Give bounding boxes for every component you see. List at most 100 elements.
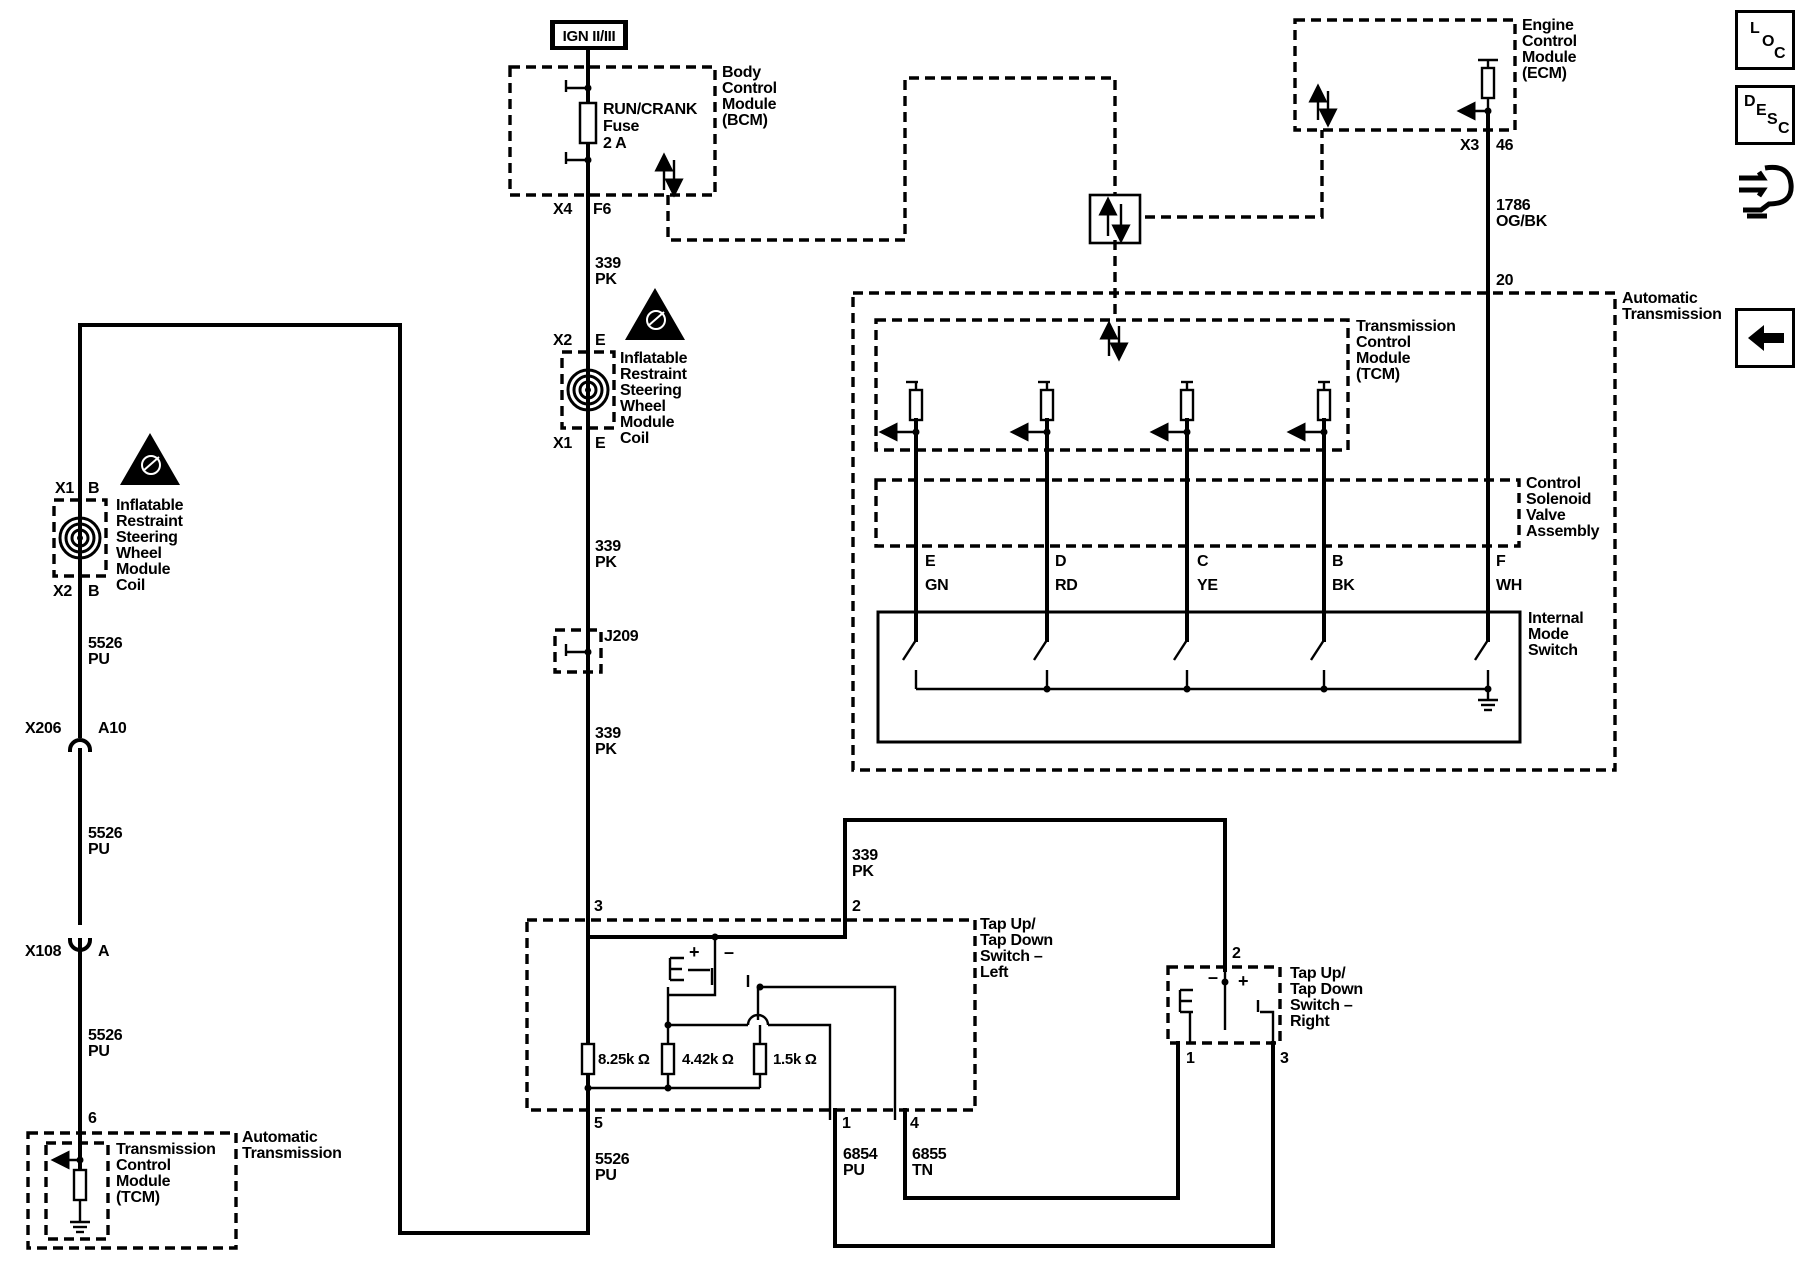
solenoid-name-4: Assembly xyxy=(1526,523,1600,540)
bcm-name-2: Control xyxy=(722,80,777,97)
wire-339-color-3: PK xyxy=(595,741,617,758)
loc-letter-o: O xyxy=(1762,33,1775,50)
auto-trans-left-box xyxy=(26,1131,238,1250)
tap-right-minus: – xyxy=(1208,967,1218,987)
bcm-name-1: Body xyxy=(722,64,761,81)
clockspring-center-icon xyxy=(566,368,610,412)
wire-339-circuit-2: 339 xyxy=(595,538,621,555)
tap-left-name-3: Switch – xyxy=(980,948,1043,965)
wire-6854-color: PU xyxy=(843,1162,865,1179)
airbag-warning-icon-center xyxy=(625,288,685,340)
mode-color-RD: RD xyxy=(1055,577,1078,594)
mode-color-GN: GN xyxy=(925,577,948,594)
tap-left-res2: 4.42k Ω xyxy=(682,1051,734,1068)
wire-6855-circuit: 6855 xyxy=(912,1146,947,1163)
ecm-comm-arrows-icon xyxy=(1308,83,1338,128)
ignition-source-box: IGN II/III xyxy=(550,20,628,50)
serial-data-gateway xyxy=(1088,193,1142,245)
x108-pin: A xyxy=(98,943,110,960)
serial-data-bcm-line xyxy=(666,76,1117,242)
wire-1786-color: OG/BK xyxy=(1496,213,1548,230)
auto-trans-left-1: Automatic xyxy=(242,1129,318,1146)
auto-trans-left-2: Transmission xyxy=(242,1145,342,1162)
tcm-left-input-icon xyxy=(50,1131,90,1234)
bcm-module-box xyxy=(508,65,717,197)
ecm-input-icon xyxy=(1456,58,1498,121)
bcm-fuse-label-2: Fuse xyxy=(603,118,640,135)
wire-5526-circuit-3: 5526 xyxy=(88,1027,123,1044)
bcm-fuse-label-3: 2 A xyxy=(603,135,627,152)
coil-left-name-4: Wheel xyxy=(116,545,162,562)
desc-letter-s: S xyxy=(1767,111,1778,128)
ignition-label: IGN II/III xyxy=(563,28,616,45)
coil-center-box xyxy=(560,350,616,430)
mode-switch-name-2: Mode xyxy=(1528,626,1569,643)
connector-view-icon[interactable] xyxy=(1735,160,1795,222)
tap-left-plus: + xyxy=(689,942,699,962)
loc-letter-l: L xyxy=(1750,20,1760,37)
coil-left-top-conn: X1 xyxy=(55,480,74,497)
auto-trans-right-1: Automatic xyxy=(1622,290,1698,307)
mode-pin-B: B xyxy=(1332,553,1343,570)
tcm-right-comm-arrows-icon xyxy=(1099,320,1129,362)
internal-mode-switch-box xyxy=(876,610,1522,744)
tcm-right-name-2: Control xyxy=(1356,334,1411,351)
tap-left-res3: 1.5k Ω xyxy=(773,1051,817,1068)
mode-color-BK: BK xyxy=(1332,577,1355,594)
tap-left-resistor-network xyxy=(580,987,832,1120)
ecm-name-2: Control xyxy=(1522,33,1577,50)
tap-right-pin3: 3 xyxy=(1280,1050,1289,1067)
wire-5526-circuit-2: 5526 xyxy=(88,825,123,842)
wire-339-circuit-1: 339 xyxy=(595,255,621,272)
left-arrow-icon xyxy=(1748,325,1784,351)
tap-right-name-1: Tap Up/ xyxy=(1290,965,1346,982)
coil-center-name-2: Restraint xyxy=(620,366,688,383)
coil-center-top-pin: E xyxy=(595,332,606,349)
coil-center-name-5: Module xyxy=(620,414,675,431)
tap-right-pin2: 2 xyxy=(1232,945,1241,962)
coil-left-name-5: Module xyxy=(116,561,171,578)
ecm-conn-x3: X3 xyxy=(1460,137,1479,154)
bcm-name-4: (BCM) xyxy=(722,112,768,129)
connector-x108-icon xyxy=(67,937,93,952)
clockspring-left-icon xyxy=(58,516,102,560)
coil-center-name-1: Inflatable xyxy=(620,350,688,367)
wire-5526-color-2: PU xyxy=(88,841,110,858)
tcm-right-box xyxy=(874,318,1350,452)
tap-left-pin2: 2 xyxy=(852,898,861,915)
tcm-left-name-4: (TCM) xyxy=(116,1189,160,1206)
wire-339-color-4: PK xyxy=(852,863,874,880)
tcm-left-name-3: Module xyxy=(116,1173,171,1190)
wire-5526-circuit-1: 5526 xyxy=(88,635,123,652)
tap-right-name-3: Switch – xyxy=(1290,997,1353,1014)
solenoid-name-1: Control xyxy=(1526,475,1581,492)
bcm-fuse xyxy=(564,80,598,164)
x206-pin: A10 xyxy=(98,720,127,737)
splice-j209 xyxy=(553,628,603,674)
bcm-fuse-label-1: RUN/CRANK xyxy=(603,101,698,118)
wire-339-color-1: PK xyxy=(595,271,617,288)
tap-switch-left-box xyxy=(525,918,977,1112)
coil-left-name-2: Restraint xyxy=(116,513,184,530)
tap-left-switch-contacts: + – xyxy=(668,933,897,1120)
tap-left-minus: – xyxy=(724,942,734,962)
wire-339-circuit-3: 339 xyxy=(595,725,621,742)
back-button[interactable] xyxy=(1735,308,1795,368)
mode-color-WH: WH xyxy=(1496,577,1522,594)
solenoid-name-2: Solenoid xyxy=(1526,491,1591,508)
coil-left-name-3: Steering xyxy=(116,529,178,546)
ecm-module-box xyxy=(1293,18,1517,132)
tap-left-pin4: 4 xyxy=(910,1115,919,1132)
tcm-left-pin: 6 xyxy=(88,1110,97,1127)
coil-center-bot-conn: X1 xyxy=(553,435,572,452)
tap-right-plus: + xyxy=(1238,971,1248,991)
location-view-button[interactable]: L O C xyxy=(1735,10,1795,70)
wire-5526-loop xyxy=(78,323,590,1235)
x206-conn: X206 xyxy=(25,720,62,737)
mode-channel-B xyxy=(1286,380,1332,693)
coil-left-name-1: Inflatable xyxy=(116,497,184,514)
description-view-button[interactable]: D E S C xyxy=(1735,85,1795,145)
coil-left-name-6: Coil xyxy=(116,577,145,594)
bcm-pin-f6: F6 xyxy=(593,201,611,218)
